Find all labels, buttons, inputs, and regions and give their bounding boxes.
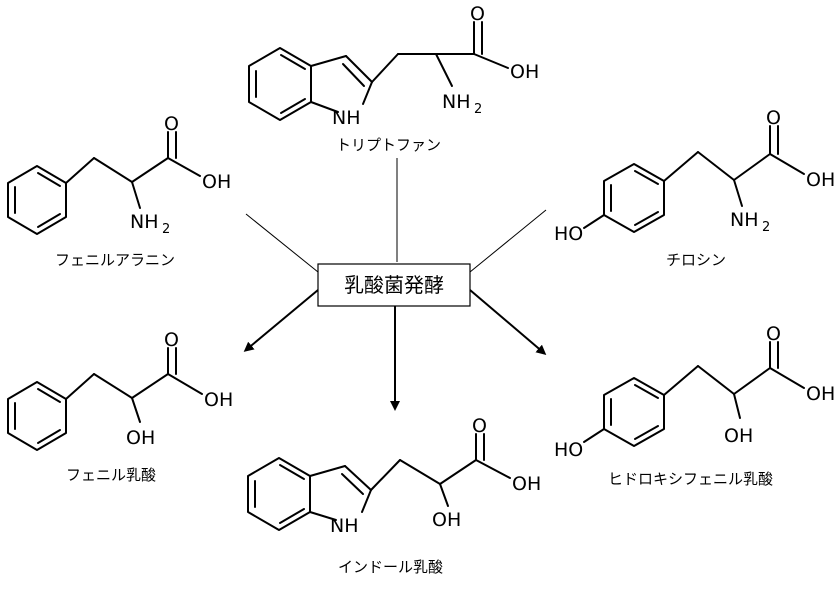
hydroxyphenyllactic-acid-bonds — [583, 341, 805, 447]
phenylalanine-name: フェニルアラニン — [55, 251, 175, 269]
connector-from-tyrosine — [469, 209, 547, 273]
indolelactic-acid-carbonyl-o: O — [472, 415, 487, 437]
tyrosine-hydroxyl: OH — [806, 169, 835, 191]
hydroxyphenyllactic-acid-phenol-oh: HO — [554, 439, 583, 461]
connector-from-phenylalanine — [245, 213, 319, 273]
phenylalanine-carbonyl-o: O — [164, 113, 179, 135]
tryptophan-name: トリプトファン — [336, 136, 441, 154]
indolelactic-acid-carboxyl-oh: OH — [512, 473, 541, 495]
tryptophan-structure: O OH NH 2 NH トリプトファン — [248, 3, 539, 154]
phenylalanine-structure: O OH NH 2 フェニルアラニン — [7, 113, 231, 269]
fermentation-label: 乳酸菌発酵 — [344, 273, 444, 297]
tyrosine-amine: NH — [730, 209, 759, 231]
tryptophan-indole-nh: NH — [332, 107, 361, 129]
hydroxyphenyllactic-acid-name: ヒドロキシフェニル乳酸 — [608, 470, 773, 488]
tryptophan-amine: NH — [442, 91, 471, 113]
tyrosine-phenol-oh: HO — [554, 223, 583, 245]
tryptophan-bonds — [248, 21, 509, 121]
phenyllactic-acid-bonds — [7, 347, 203, 451]
indolelactic-acid-structure: O OH OH NH インドール乳酸 — [247, 415, 541, 576]
phenyllactic-acid-name: フェニル乳酸 — [66, 466, 156, 484]
tryptophan-carbonyl-o: O — [470, 3, 485, 25]
tryptophan-hydroxyl: OH — [510, 61, 539, 83]
tryptophan-amine-subscript: 2 — [474, 102, 482, 117]
reaction-arrows — [243, 289, 547, 411]
arrow-to-hydroxyphenyllactic-acid — [469, 289, 547, 355]
indolelactic-acid-indole-nh: NH — [330, 515, 359, 537]
phenylalanine-amine-subscript: 2 — [162, 222, 170, 237]
hydroxyphenyllactic-acid-alpha-oh: OH — [724, 425, 753, 447]
arrow-to-phenyllactic-acid — [243, 289, 319, 352]
lactic-acid-bacteria-fermentation-box: 乳酸菌発酵 — [317, 263, 471, 307]
hydroxyphenyllactic-acid-carboxyl-oh: OH — [806, 383, 835, 405]
indolelactic-acid-name: インドール乳酸 — [338, 558, 443, 576]
phenyllactic-acid-structure: O OH OH フェニル乳酸 — [7, 329, 233, 484]
phenyllactic-acid-carboxyl-oh: OH — [204, 389, 233, 411]
hydroxyphenyllactic-acid-carbonyl-o: O — [766, 323, 781, 345]
hydroxyphenyllactic-acid-structure: O OH OH HO ヒドロキシフェニル乳酸 — [554, 323, 835, 488]
tyrosine-name: チロシン — [666, 251, 726, 269]
tyrosine-structure: O OH NH 2 HO チロシン — [554, 107, 835, 269]
tyrosine-amine-subscript: 2 — [762, 220, 770, 235]
indolelactic-acid-bonds — [247, 433, 511, 531]
phenylalanine-amine: NH — [130, 211, 159, 233]
phenylalanine-bonds — [7, 131, 201, 235]
phenylalanine-hydroxyl: OH — [202, 171, 231, 193]
phenyllactic-acid-carbonyl-o: O — [164, 329, 179, 351]
indolelactic-acid-alpha-oh: OH — [432, 509, 461, 531]
phenyllactic-acid-alpha-oh: OH — [126, 427, 155, 449]
tyrosine-bonds — [583, 125, 805, 233]
reaction-connectors — [245, 158, 547, 273]
tyrosine-carbonyl-o: O — [766, 107, 781, 129]
